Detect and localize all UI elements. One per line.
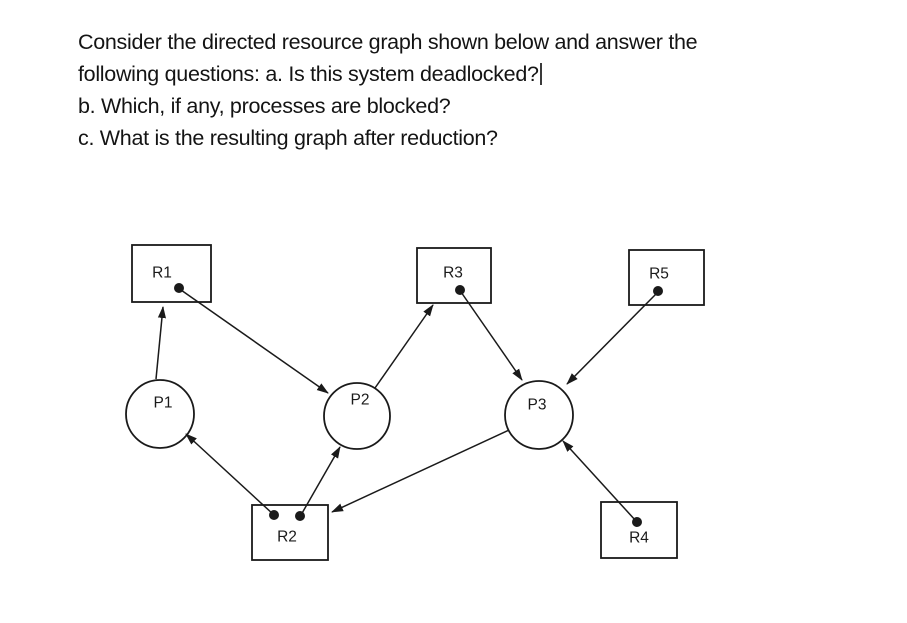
question-text: Consider the directed resource graph sho…: [78, 26, 698, 154]
resource-unit-dot-R2: [269, 510, 279, 520]
resource-unit-dot-R2: [295, 511, 305, 521]
resource-unit-dot-R3: [455, 285, 465, 295]
question-line-2: following questions: a. Is this system d…: [78, 58, 697, 90]
resource-label-R4: R4: [629, 530, 649, 547]
resource-unit-dot-R4: [632, 517, 642, 527]
resource-node-R4: R4: [600, 501, 678, 559]
resource-label-R3: R3: [443, 265, 463, 282]
resource-node-R3: R3: [416, 247, 492, 304]
resource-box-R1: [131, 244, 212, 303]
edge-P2-to-R3: [374, 304, 434, 389]
resource-label-R1: R1: [152, 265, 172, 282]
resource-unit-dot-R5: [653, 286, 663, 296]
question-line-1: Consider the directed resource graph sho…: [78, 26, 698, 58]
process-circle-P3: [504, 380, 574, 450]
graph-dots-layer: [174, 283, 663, 527]
resource-box-R4: [600, 501, 678, 559]
process-label-P1: P1: [154, 395, 173, 412]
resource-label-R2: R2: [277, 529, 297, 546]
question-line-3-text: b. Which, if any, processes are blocked?: [78, 94, 451, 118]
question-line-4-text: c. What is the resulting graph after red…: [78, 126, 498, 150]
edge-R1-to-P2: [180, 289, 329, 394]
resource-box-R3: [416, 247, 492, 304]
process-circle-P1: [125, 379, 195, 449]
edge-R2-to-P1: [185, 433, 275, 516]
edge-P3-to-R2: [331, 429, 510, 513]
graph-edges-layer: [155, 289, 658, 522]
process-circle-P2: [323, 382, 391, 450]
resource-node-R5: R5: [628, 249, 705, 306]
edge-R2-to-P2: [300, 446, 341, 516]
resource-unit-dot-R1: [174, 283, 184, 293]
resource-box-R2: [251, 504, 329, 561]
resource-node-R1: R1: [131, 244, 212, 303]
resource-label-R5: R5: [649, 266, 669, 283]
edge-R3-to-P3: [460, 291, 523, 381]
question-line-3: b. Which, if any, processes are blocked?: [78, 90, 697, 122]
process-node-P1: P1: [125, 379, 195, 449]
text-cursor: [539, 63, 542, 85]
resource-node-R2: R2: [251, 504, 329, 561]
process-node-P3: P3: [504, 380, 574, 450]
resource-box-R5: [628, 249, 705, 306]
edge-P1-to-R1: [155, 306, 167, 380]
question-line-2-text: following questions: a. Is this system d…: [78, 62, 539, 86]
question-line-1-text: Consider the directed resource graph sho…: [78, 30, 698, 54]
edge-R4-to-P3: [562, 440, 637, 522]
edge-R5-to-P3: [566, 292, 658, 385]
question-line-4: c. What is the resulting graph after red…: [78, 122, 697, 154]
process-label-P3: P3: [528, 397, 547, 414]
process-label-P2: P2: [351, 392, 370, 409]
process-node-P2: P2: [323, 382, 391, 450]
